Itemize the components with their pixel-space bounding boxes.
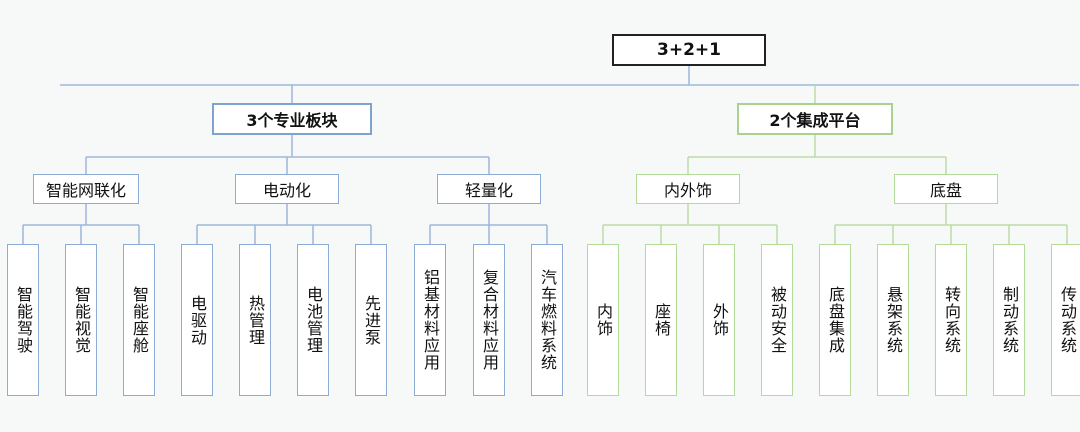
leaf-electric-drive: 电驱动	[181, 244, 213, 396]
leaf-chassis-integration: 底盘集成	[819, 244, 851, 396]
group-interior-exterior: 内外饰	[636, 174, 740, 204]
leaf-thermal-management: 热管理	[239, 244, 271, 396]
leaf-suspension-system: 悬架系统	[877, 244, 909, 396]
leaf-battery-management: 电池管理	[297, 244, 329, 396]
leaf-intelligent-cockpit: 智能座舱	[123, 244, 155, 396]
leaf-seat: 座椅	[645, 244, 677, 396]
root-node: 3+2+1	[612, 34, 766, 66]
branch-professional-sectors: 3个专业板块	[212, 103, 372, 135]
leaf-interior: 内饰	[587, 244, 619, 396]
group-chassis: 底盘	[894, 174, 998, 204]
group-electrification: 电动化	[235, 174, 339, 204]
leaf-advanced-pump: 先进泵	[355, 244, 387, 396]
leaf-transmission-system: 传动系统	[1051, 244, 1080, 396]
leaf-intelligent-vision: 智能视觉	[65, 244, 97, 396]
group-lightweight: 轻量化	[437, 174, 541, 204]
leaf-intelligent-driving: 智能驾驶	[7, 244, 39, 396]
leaf-passive-safety: 被动安全	[761, 244, 793, 396]
leaf-aluminum-materials: 铝基材料应用	[414, 244, 446, 396]
leaf-exterior: 外饰	[703, 244, 735, 396]
leaf-steering-system: 转向系统	[935, 244, 967, 396]
leaf-braking-system: 制动系统	[993, 244, 1025, 396]
branch-integration-platforms: 2个集成平台	[737, 103, 893, 135]
group-intelligent-connected: 智能网联化	[33, 174, 139, 204]
leaf-fuel-system: 汽车燃料系统	[531, 244, 563, 396]
leaf-composite-materials: 复合材料应用	[473, 244, 505, 396]
